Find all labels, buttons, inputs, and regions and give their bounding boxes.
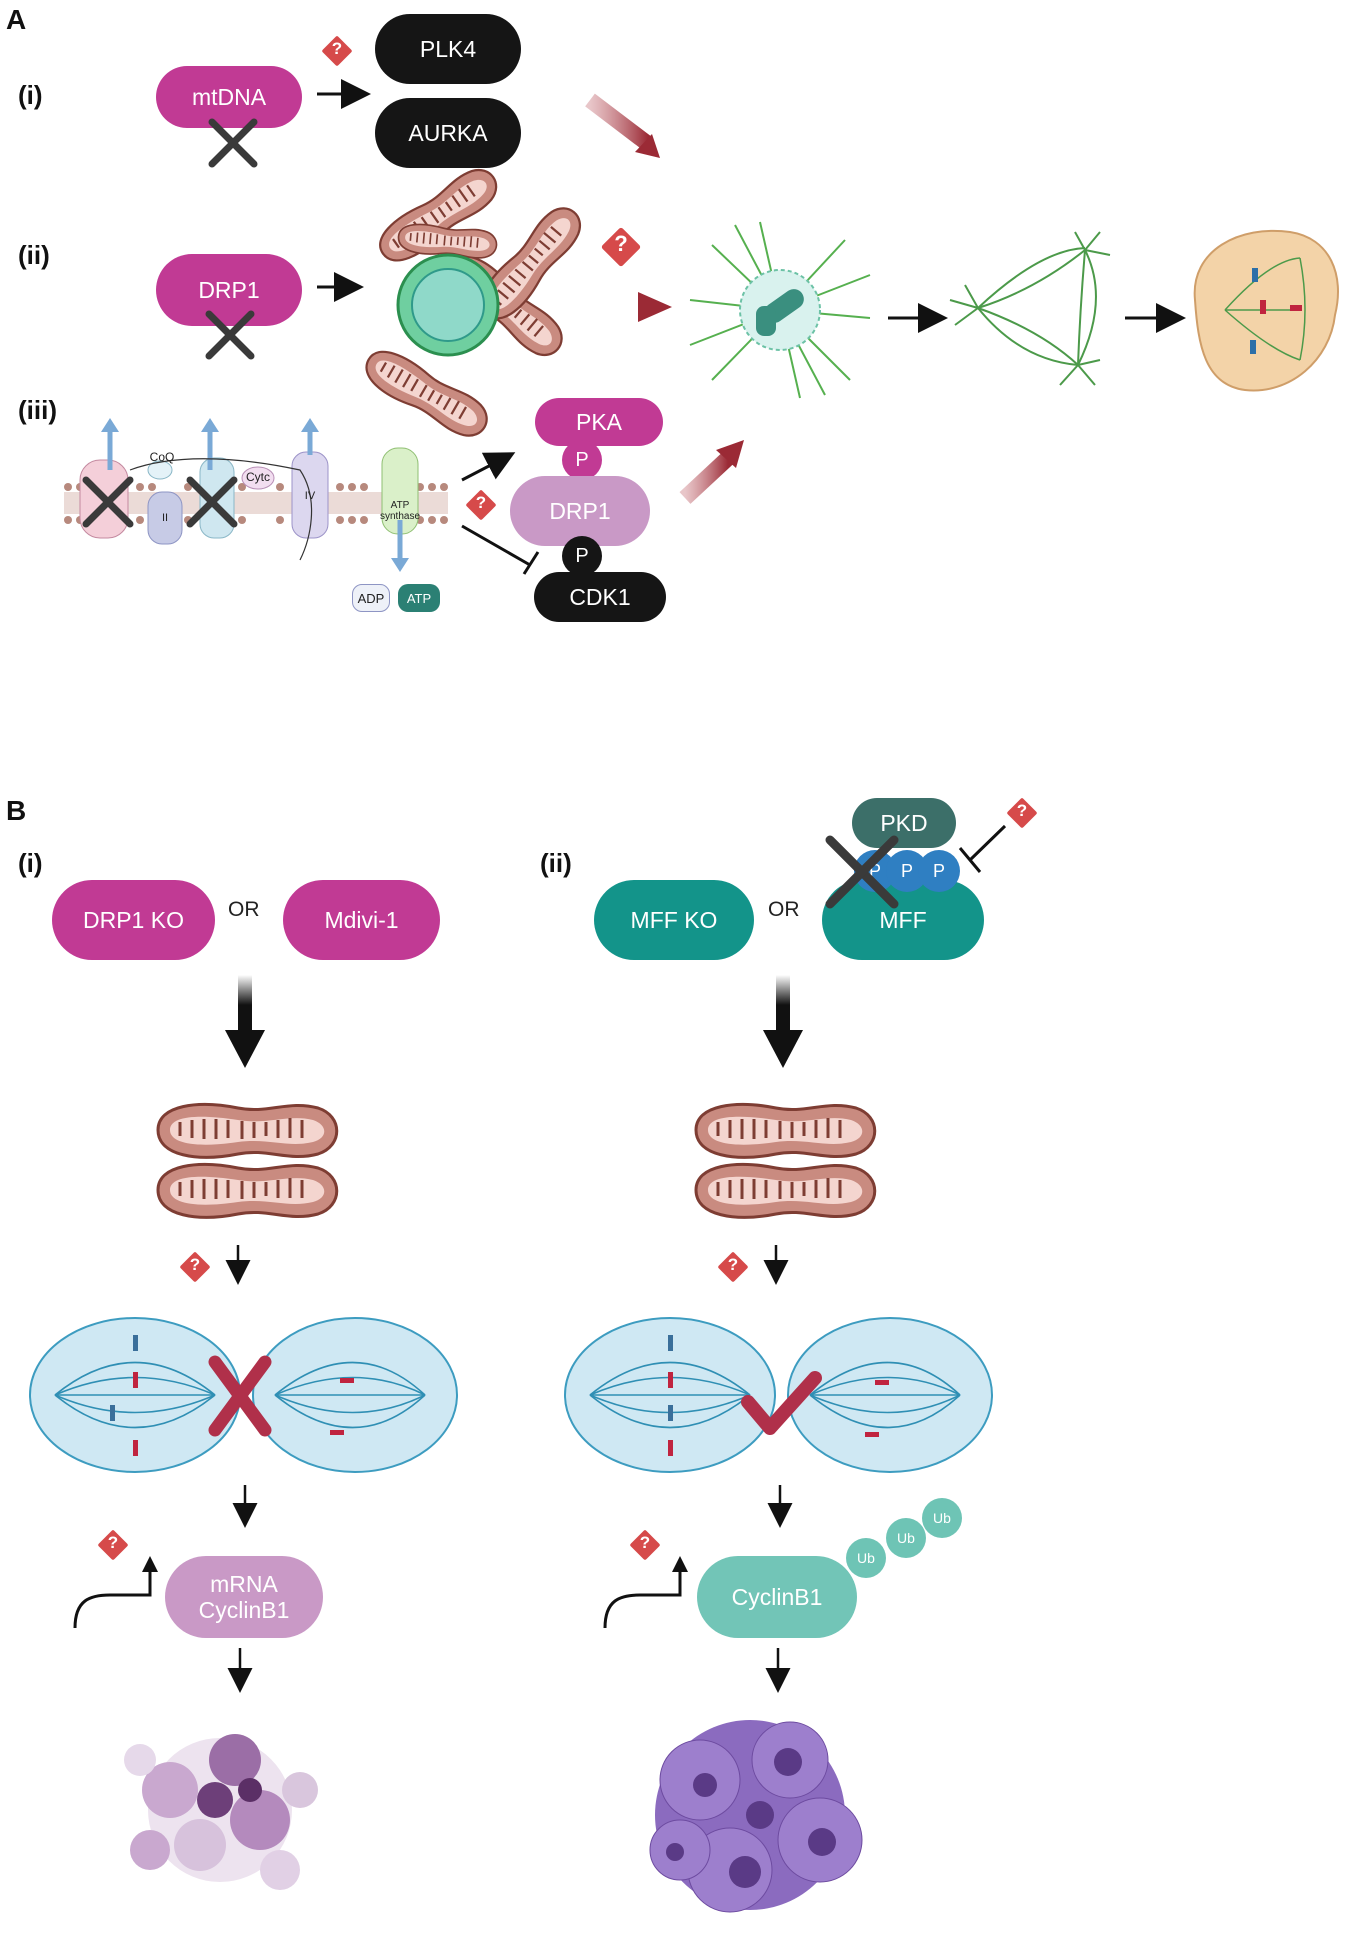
row-label-b-i: (i) — [18, 848, 43, 878]
bent-arrow-ii — [603, 1570, 682, 1629]
knockout-x-drp1 — [205, 310, 255, 360]
mrna-cyclinb1-pill: mRNA CyclinB1 — [165, 1556, 323, 1638]
elongated-mito-ii — [694, 1102, 877, 1219]
red-arrow-iii-head — [716, 440, 744, 468]
thick-arrow-ii-head — [763, 1030, 803, 1068]
arrow-to-pka — [461, 452, 516, 482]
question-icon-b-ii-mito: ? — [717, 1251, 749, 1283]
mdivi-pill: Mdivi-1 — [283, 880, 440, 960]
mitotic-cells-i — [29, 1317, 458, 1473]
ubiquitin-1: Ub — [846, 1538, 886, 1578]
plk4-pill: PLK4 — [375, 14, 521, 84]
adp-chip: ADP — [352, 584, 390, 612]
question-icon-a-ii: ? — [600, 226, 642, 268]
mtdna-pill: mtDNA — [156, 66, 302, 128]
coq-label: CoQ — [149, 450, 175, 464]
phospho-site-cdk1: P — [562, 536, 602, 576]
thick-arrow-i-shaft — [238, 975, 252, 1035]
phospho-site-pka: P — [562, 440, 602, 480]
thick-arrow-ii-shaft — [776, 975, 790, 1035]
row-label-a-iii: (iii) — [18, 395, 57, 425]
red-arrow-iii — [679, 452, 734, 504]
or-label-i: OR — [228, 898, 260, 921]
cytc-label: Cytc — [246, 470, 270, 484]
aurka-pill: AURKA — [375, 98, 521, 168]
or-label-ii: OR — [768, 898, 800, 921]
cdk1-pill: CDK1 — [534, 572, 666, 622]
inhibit-bar-pkd — [958, 847, 982, 873]
multipolar-spindle — [949, 231, 1111, 386]
ubiquitin-2: Ub — [886, 1518, 926, 1558]
aneuploid-cell — [1193, 229, 1339, 392]
mff-ko-pill: MFF KO — [594, 880, 754, 960]
cyclinb1-pill: CyclinB1 — [697, 1556, 857, 1638]
phospho-site-3: P — [918, 850, 960, 892]
knockout-x-mtdna — [208, 118, 258, 168]
mff-pill: MFF — [822, 880, 984, 960]
small-arrows — [225, 1245, 793, 1693]
red-arrow-i-head — [635, 134, 660, 158]
bent-arrow-i-head — [142, 1556, 158, 1572]
panel-label-a: A — [6, 4, 27, 35]
drp1-pill-a-ii: DRP1 — [156, 254, 302, 326]
red-arrow-ii-head — [638, 292, 672, 322]
complex-iv-label: IV — [304, 490, 316, 502]
question-icon-b-ii-cyclin: ? — [629, 1529, 661, 1561]
red-arrow-i — [585, 93, 653, 151]
mitotic-cells-ii — [564, 1317, 993, 1473]
knockout-x-pkd — [825, 835, 899, 909]
atp-synthase-label: ATP synthase — [380, 500, 421, 522]
perinuclear-mito-cluster — [357, 159, 591, 446]
tumor-cluster-ii — [649, 1720, 863, 1913]
centrosome-aster — [689, 221, 871, 399]
thick-arrow-i-head — [225, 1030, 265, 1068]
bent-arrow-ii-head — [672, 1556, 688, 1572]
inhibit-bar-cdk1 — [522, 551, 540, 575]
complex-ii-label: II — [161, 512, 169, 524]
question-icon-a-iii: ? — [465, 489, 497, 521]
question-icon-b-i-mrna: ? — [97, 1529, 129, 1561]
row-label-a-i: (i) — [18, 80, 43, 110]
question-icon-b-i-mito: ? — [179, 1251, 211, 1283]
pkd-pill: PKD — [852, 798, 956, 848]
question-icon-a-i: ? — [321, 35, 353, 67]
electron-transport-chain — [64, 418, 448, 572]
row-label-a-ii: (ii) — [18, 240, 50, 270]
pka-pill: PKA — [535, 398, 663, 446]
row-label-b-ii: (ii) — [540, 848, 572, 878]
inhibit-line-pkd — [968, 824, 1007, 862]
drp1-pill-a-iii: DRP1 — [510, 476, 650, 546]
question-icon-pkd: ? — [1006, 797, 1038, 829]
elongated-mito-i — [156, 1102, 339, 1219]
ubiquitin-3: Ub — [922, 1498, 962, 1538]
bent-arrow-i — [73, 1570, 152, 1629]
atp-chip: ATP — [398, 584, 440, 612]
inhibit-line-cdk1 — [461, 524, 531, 567]
drp1-ko-pill: DRP1 KO — [52, 880, 215, 960]
panel-label-b: B — [6, 795, 27, 826]
tumor-cluster-i — [124, 1734, 318, 1890]
